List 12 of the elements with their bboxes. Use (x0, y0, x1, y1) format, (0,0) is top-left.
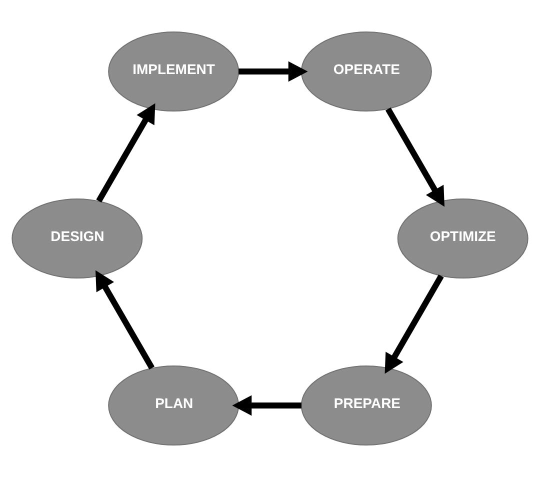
arrow (238, 61, 308, 82)
node-ellipse: OPTIMIZE (397, 198, 528, 278)
node-ellipse: PLAN (108, 366, 240, 446)
node-ellipse: IMPLEMENT (108, 32, 240, 112)
arrow (96, 103, 156, 203)
node-ellipse: OPERATE (300, 32, 432, 112)
node-ellipse: DESIGN (12, 198, 143, 278)
arrow (384, 274, 444, 374)
arrow (95, 270, 155, 370)
arrow (385, 107, 444, 207)
arrow (232, 395, 302, 416)
node-ellipse: PREPARE (300, 366, 432, 446)
